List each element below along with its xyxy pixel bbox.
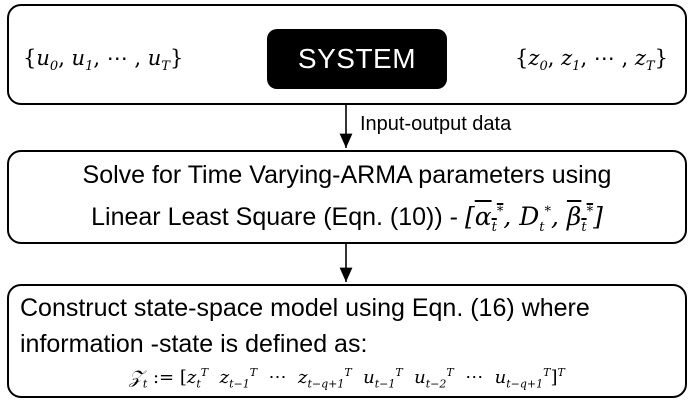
system-label: SYSTEM xyxy=(297,43,417,74)
construct-line-2: information -state is defined as: xyxy=(20,330,368,358)
solve-line-2-text: Linear Least Square (Eqn. (10)) - xyxy=(91,203,465,231)
solve-line-2: Linear Least Square (Eqn. (10)) - [αt*, … xyxy=(9,202,685,235)
output-sequence: {z0, z1, ⋯ , zT} xyxy=(515,46,668,74)
input-sequence: {u0, u1, ⋯ , uT} xyxy=(23,46,183,74)
system-block: SYSTEM xyxy=(267,29,447,89)
system-box: {u0, u1, ⋯ , uT} SYSTEM {z0, z1, ⋯ , zT} xyxy=(7,4,687,105)
solve-line-1: Solve for Time Varying-ARMA parameters u… xyxy=(82,161,612,189)
input-sequence-text: {u0, u1, ⋯ , uT} xyxy=(23,46,184,75)
tv-arma-parameters: [αt*, Dt*, βt*] xyxy=(464,202,603,235)
solve-box: Solve for Time Varying-ARMA parameters u… xyxy=(7,150,687,244)
input-output-data-label: Input-output data xyxy=(360,113,512,135)
output-sequence-text: {z0, z1, ⋯ , zT} xyxy=(515,46,668,75)
construct-box: Construct state-space model using Eqn. (… xyxy=(7,284,687,398)
construct-line-1: Construct state-space model using Eqn. (… xyxy=(20,294,590,322)
information-state-formula: 𝒵t := [ztT zt−1T ⋯ zt−q+1T ut−1T ut−2T ⋯… xyxy=(129,366,565,391)
